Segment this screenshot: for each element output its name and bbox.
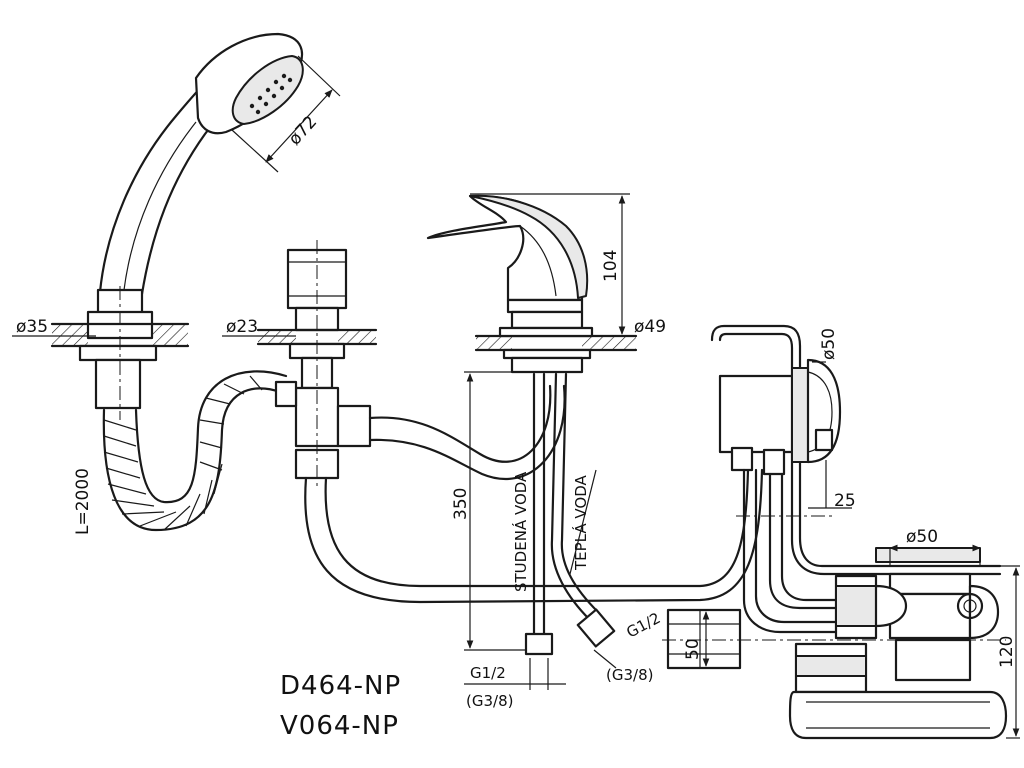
waste-thread-label: G1/2 xyxy=(623,609,663,642)
waste-outlet-height-label: 50 xyxy=(683,638,703,660)
bath-tub-wall xyxy=(710,324,1002,576)
hand-shower-mount-dia-label: ø35 xyxy=(16,317,48,337)
mixer-tap: 104 ø49 xyxy=(426,193,666,374)
cold-thread-label: G1/2 xyxy=(470,664,506,682)
hot-thread-alt-label: (G3/8) xyxy=(606,666,653,684)
cold-thread-alt-label: (G3/8) xyxy=(466,692,513,710)
diverter-mount-dia-label: ø23 xyxy=(226,317,258,337)
model-code-2: V064-NP xyxy=(280,711,399,741)
shower-head-dia-label: ø72 xyxy=(285,112,321,149)
diverter-valve: ø23 xyxy=(222,240,378,490)
waste-height-label: 120 xyxy=(997,636,1017,668)
mixer-height-label: 104 xyxy=(601,250,621,282)
waste-dia-label: ø50 xyxy=(906,527,938,547)
spiral-hose xyxy=(102,370,288,532)
overflow-dia-label: ø50 xyxy=(819,328,839,360)
hose-length-dim: L=2000 xyxy=(73,468,93,535)
overflow-assembly: ø50 25 xyxy=(718,328,856,634)
supply-length-label: 350 xyxy=(451,488,471,520)
cold-water-label: STUDENÁ VODA xyxy=(511,471,530,592)
model-code-1: D464-NP xyxy=(280,671,401,701)
hose-length-label: L=2000 xyxy=(73,468,93,535)
model-codes: D464-NP V064-NP xyxy=(280,671,401,741)
waste-assembly: ø50 50 120 xyxy=(662,527,1020,740)
hot-water-label: TEPLÁ VODA xyxy=(571,474,590,571)
mixer-base-dia-label: ø49 xyxy=(634,317,666,337)
overflow-depth-label: 25 xyxy=(834,491,856,511)
